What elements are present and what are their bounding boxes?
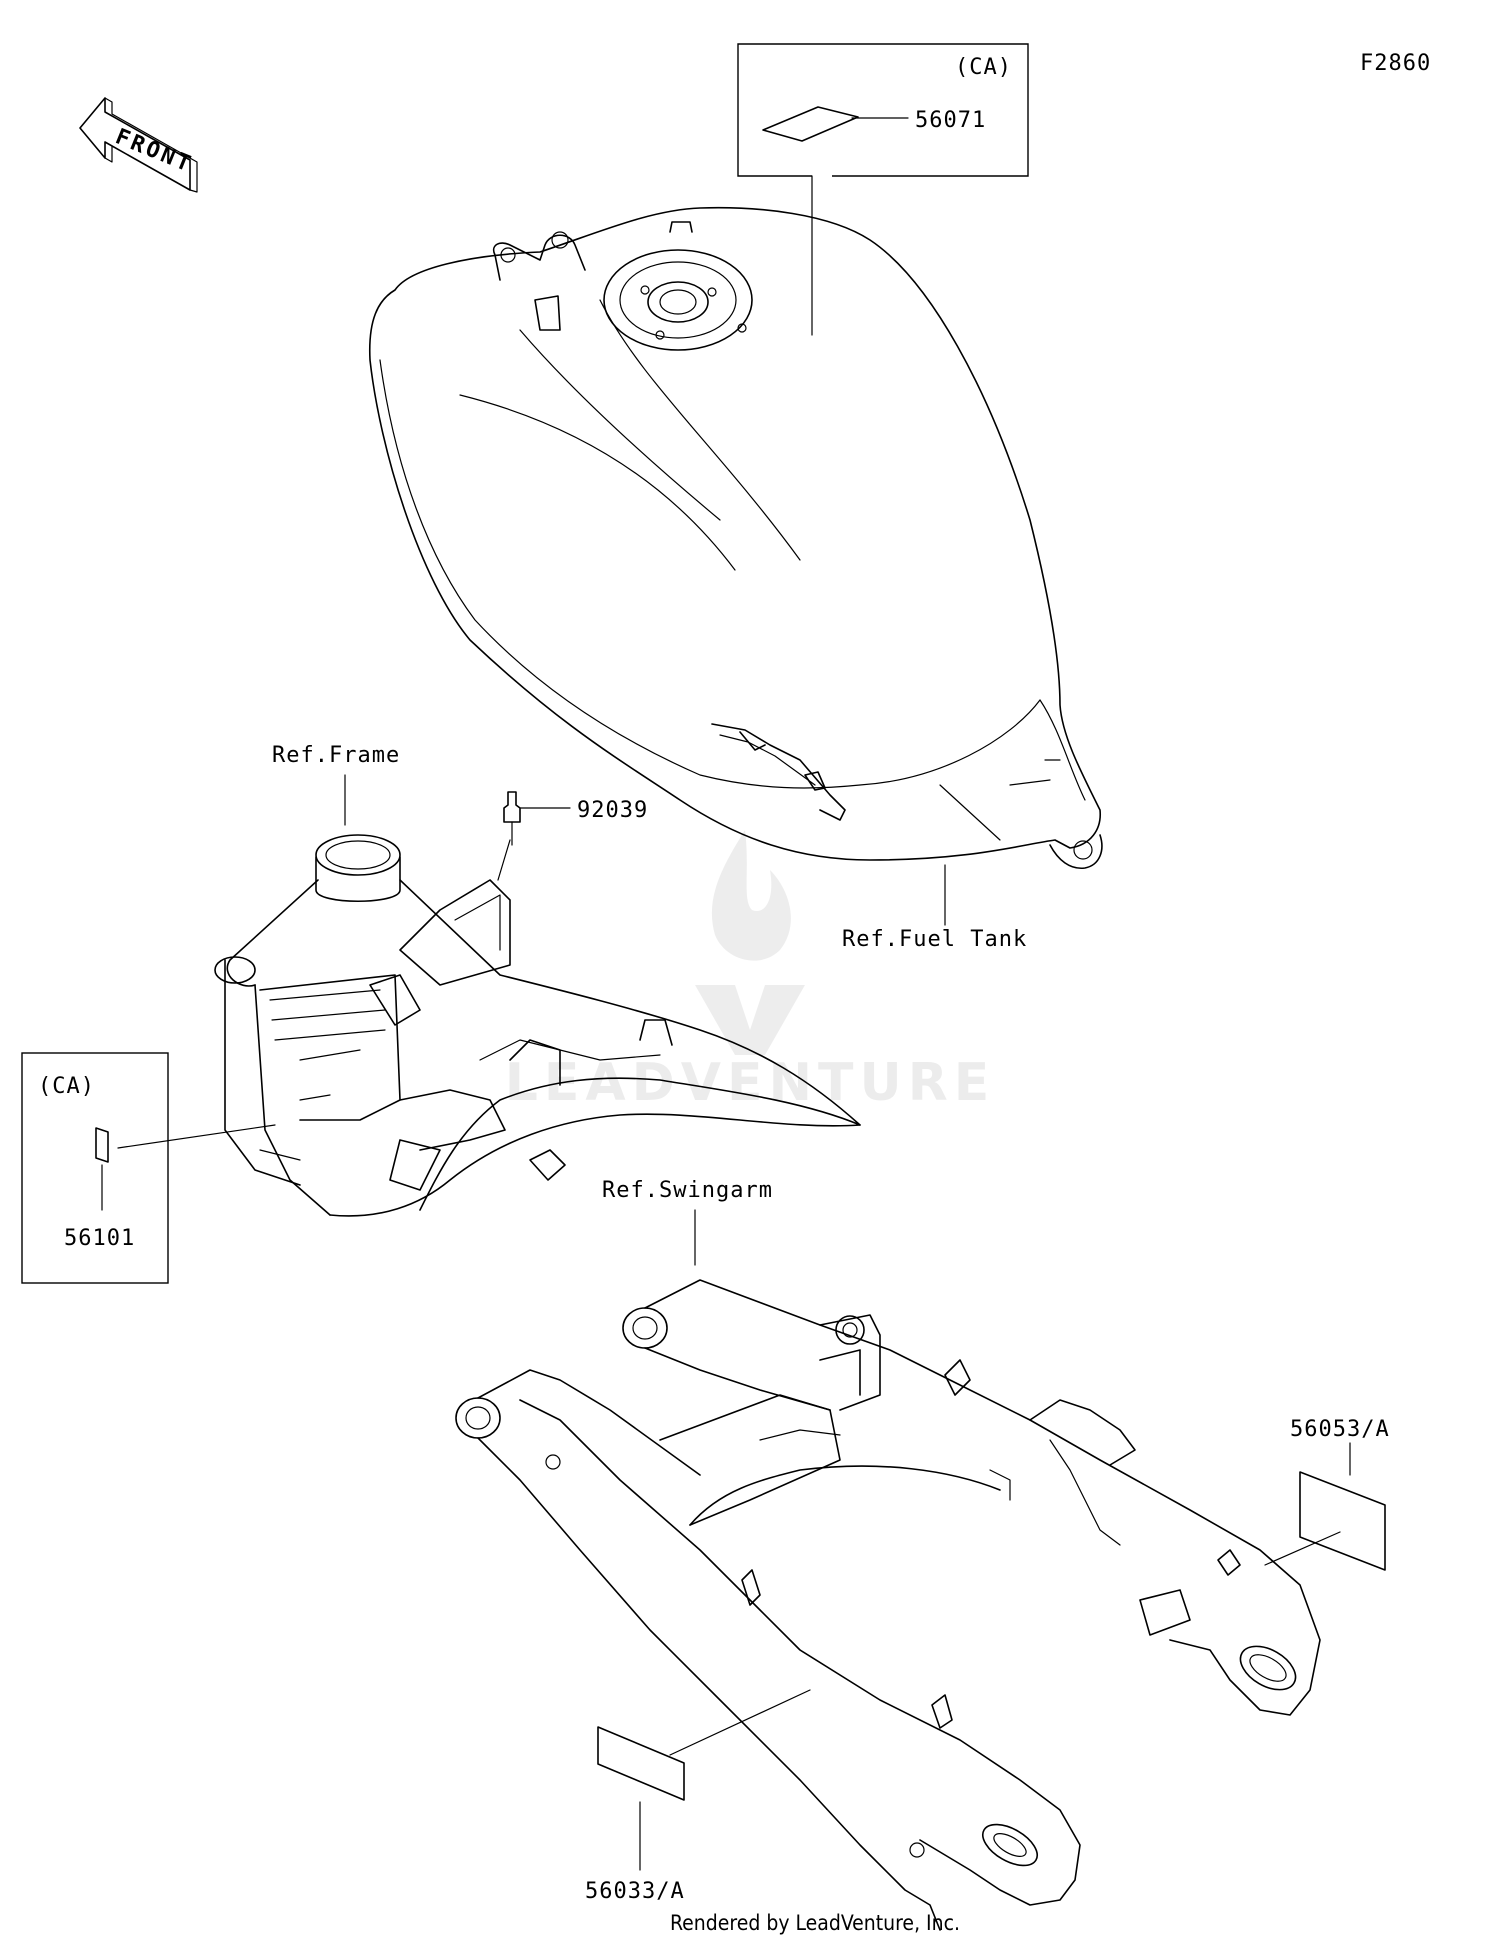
part-number-92039: 92039 [577,798,648,823]
label-56033-shape [597,1726,685,1801]
frame [214,834,861,1217]
callout-box-top: (CA) 56071 [737,43,1029,336]
callout-top-region: (CA) [955,55,1012,80]
diagram-code: F2860 [1360,51,1431,76]
v-logo-icon [695,985,805,1055]
part-number-56033-a: 56033/A [585,1879,685,1904]
leadventure-watermark: LEADVENTURE [505,830,996,1113]
watermark-text: LEADVENTURE [505,1053,996,1113]
label-56101-shape [95,1127,109,1163]
ref-frame-label: Ref.Frame [272,743,400,768]
front-arrow-icon: FRONT [79,97,198,193]
ref-swingarm-label: Ref.Swingarm [602,1178,773,1203]
label-56053-callout: 56053/A [1264,1417,1390,1571]
callout-left-region: (CA) [38,1074,95,1099]
label-56071-shape [762,106,859,142]
flame-logo-icon [711,830,791,961]
swingarm [455,1279,1321,1931]
rivet-92039 [497,791,571,881]
footer-credit: Rendered by LeadVenture, Inc. [670,1911,960,1935]
label-56053-shape [1299,1471,1386,1571]
fuel-tank [368,206,1103,926]
callout-box-left: (CA) 56101 [21,1052,276,1284]
label-56033-callout: 56033/A [585,1689,811,1904]
part-number-56053-a: 56053/A [1290,1417,1390,1442]
part-number-56071: 56071 [915,108,986,133]
part-number-56101: 56101 [64,1226,135,1251]
ref-fuel-tank-label: Ref.Fuel Tank [842,927,1027,952]
